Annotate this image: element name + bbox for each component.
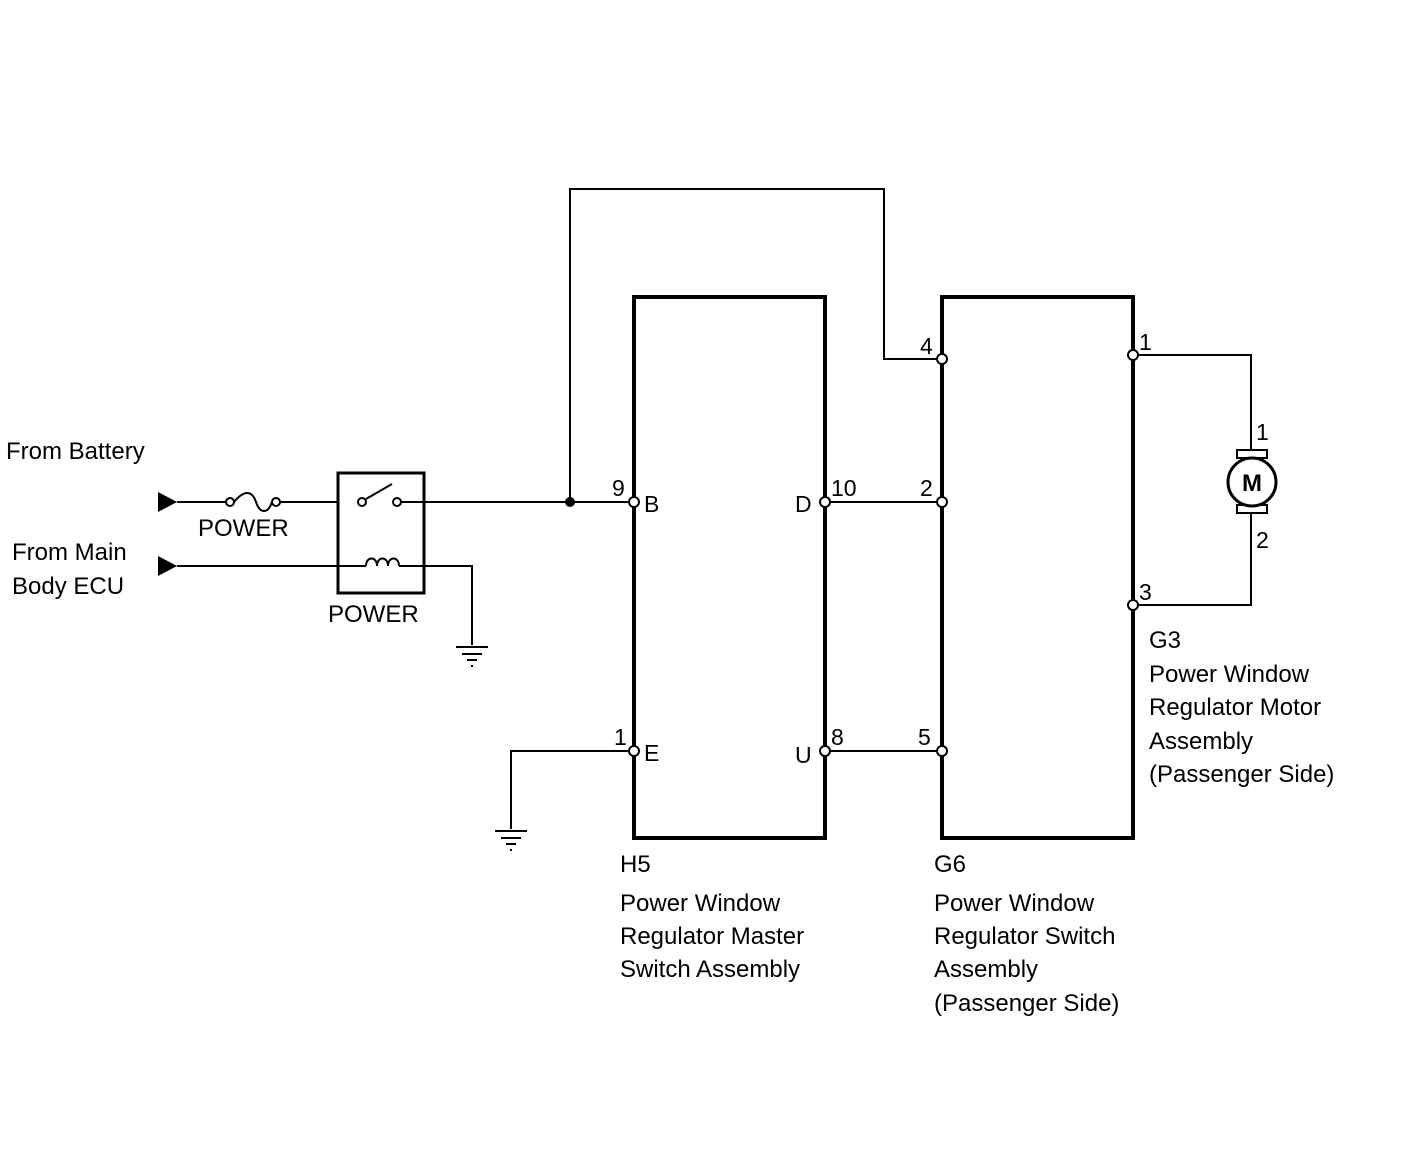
motor-pin-2-number: 2 [1256,527,1269,553]
from-body-ecu-label-line2: Body ECU [12,573,124,600]
relay-label: POWER [328,601,419,628]
h5-terminal-b [628,496,640,508]
wire-g6-pin3-to-motor [1133,512,1252,606]
from-battery-label: From Battery [6,438,145,465]
g6-terminal-3 [1127,599,1139,611]
ecu-input-arrow [158,556,177,576]
wire-junction-to-g6-pin4 [569,188,942,502]
h5-pin-u-name: U [795,742,812,768]
h5-master-switch-box [632,295,827,840]
power-relay-box [336,471,426,595]
h5-name-line2: Regulator Master [620,923,804,950]
h5-pin-b-number: 9 [612,475,625,501]
motor-pin-1-number: 1 [1256,419,1269,445]
wire-h5-e-to-ground [510,750,634,829]
h5-name-line1: Power Window [620,890,781,917]
g3-name-line3: Assembly [1149,728,1253,755]
ground-icon [495,830,527,851]
g6-terminal-2 [936,496,948,508]
g6-switch-box [940,295,1135,840]
h5-pin-b-name: B [644,491,659,517]
g6-terminal-4 [936,353,948,365]
h5-pin-d-name: D [795,491,812,517]
g3-code: G3 [1149,627,1181,654]
h5-pin-d-number: 10 [831,475,857,501]
motor-symbol: M [1226,449,1278,514]
g6-pin-3-number: 3 [1139,579,1152,605]
ground-icon [456,646,488,667]
wire-g6-pin1-to-motor [1133,354,1252,450]
fuse-label: POWER [198,515,289,542]
g6-pin-1-number: 1 [1139,329,1152,355]
wire-relay-to-ground [399,565,473,645]
h5-terminal-d [819,496,831,508]
g6-pin-5-number: 5 [918,724,931,750]
g6-terminal-5 [936,745,948,757]
motor-m-label: M [1242,470,1262,497]
h5-pin-e-number: 1 [614,724,627,750]
g6-name-line3: Assembly [934,956,1038,983]
h5-pin-u-number: 8 [831,724,844,750]
h5-terminal-e [628,745,640,757]
h5-code: H5 [620,851,651,878]
g6-name-line2: Regulator Switch [934,923,1115,950]
g3-name-line1: Power Window [1149,661,1310,688]
g6-pin-4-number: 4 [920,333,933,359]
h5-name-line3: Switch Assembly [620,956,800,983]
g3-name-line4: (Passenger Side) [1149,761,1334,788]
h5-terminal-u [819,745,831,757]
fuse-symbol [225,492,281,512]
h5-pin-e-name: E [644,740,659,766]
g6-name-line4: (Passenger Side) [934,990,1119,1017]
g6-pin-2-number: 2 [920,475,933,501]
battery-input-arrow [158,492,177,512]
from-body-ecu-label-line1: From Main [12,539,127,566]
g6-code: G6 [934,851,966,878]
g6-name-line1: Power Window [934,890,1095,917]
g3-name-line2: Regulator Motor [1149,694,1321,721]
relay-coil-symbol [365,557,400,567]
g6-terminal-1 [1127,349,1139,361]
